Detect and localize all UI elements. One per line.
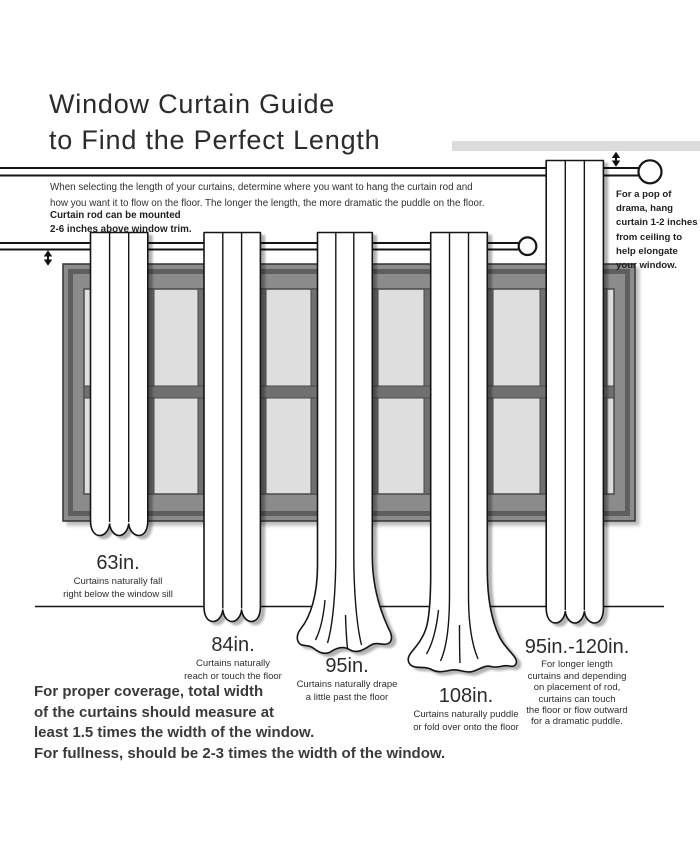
curtain-95-120in [545, 159, 605, 624]
curtain-length-description: Curtains naturally fall right below the … [63, 576, 173, 600]
intro-text: When selecting the length of your curtai… [50, 182, 485, 209]
curtain-label-84in: 84in. Curtains naturally reach or touch … [148, 634, 318, 683]
coverage-note: For proper coverage, total width of the … [34, 683, 446, 762]
ceiling-hang-note: For a pop of drama, hang curtain 1-2 inc… [616, 189, 698, 272]
curtain-length-description: Curtains naturally drape a little past t… [296, 679, 398, 703]
rod-mount-note: Curtain rod can be mounted 2-6 inches ab… [50, 210, 192, 235]
page-title: Window Curtain Guide to Find the Perfect… [49, 89, 381, 155]
curtain-label-63in: 63in. Curtains naturally fall right belo… [33, 552, 203, 601]
curtain-84in [203, 231, 262, 623]
curtain-63in [89, 231, 149, 537]
curtain-label-95-120in: 95in.-120in. For longer length curtains … [492, 636, 662, 728]
rod-finial [637, 159, 663, 185]
double-arrow-icon [611, 151, 621, 167]
curtain-length-value: 95in. [325, 655, 369, 677]
curtain-length-description: For longer length curtains and depending… [526, 659, 628, 728]
ceiling-bar [452, 141, 700, 151]
curtain-label-108in: 108in. Curtains naturally puddle or fold… [381, 685, 551, 734]
curtain-length-value: 108in. [438, 685, 494, 707]
rod-finial [517, 236, 538, 257]
curtain-length-description: Curtains naturally puddle or fold over o… [413, 709, 519, 733]
double-arrow-icon [43, 250, 53, 266]
curtain-length-value: 84in. [211, 634, 255, 656]
curtain-length-description: Curtains naturally reach or touch the fl… [184, 658, 282, 682]
curtain-length-value: 95in.-120in. [524, 636, 630, 658]
curtain-label-95in: 95in. Curtains naturally drape a little … [262, 655, 432, 704]
curtain-95in [296, 231, 393, 655]
top-curtain-rod [0, 159, 663, 185]
curtain-108in [407, 231, 518, 673]
curtain-length-value: 63in. [96, 552, 140, 574]
